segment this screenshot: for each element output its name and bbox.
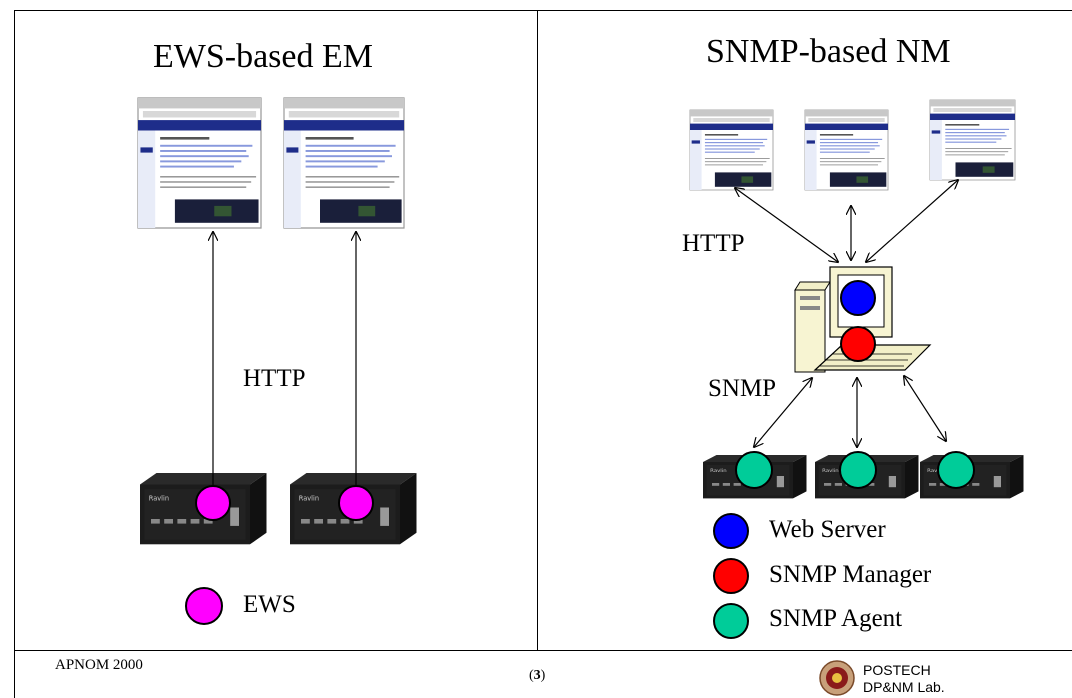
ews-dot-1: [195, 485, 231, 521]
legend-ews-swatch: [185, 587, 223, 625]
right-panel-title: SNMP-based NM: [706, 33, 951, 70]
left-border: [14, 10, 15, 698]
right-snmp-arrow-3: [904, 376, 946, 441]
snmp-agent-dot-1: [735, 451, 773, 489]
page-prefix: (: [529, 668, 534, 683]
right-browser-2: [804, 109, 889, 191]
right-http-arrow-1: [735, 188, 838, 262]
footer-page-number: (3): [529, 668, 545, 684]
footer-org-line2: DP&NM Lab.: [863, 679, 945, 695]
legend-web-server-label: Web Server: [769, 516, 886, 543]
legend-snmp-agent-swatch: [713, 603, 749, 639]
snmp-agent-dot-3: [937, 451, 975, 489]
web-server-dot: [840, 280, 876, 316]
ews-dot-2: [338, 485, 374, 521]
snmp-agent-dot-2: [839, 451, 877, 489]
footer-conference: APNOM 2000: [55, 657, 143, 673]
university-seal-logo: [819, 660, 855, 696]
footer-org-line1: POSTECH: [863, 662, 931, 678]
left-panel-title: EWS-based EM: [153, 38, 374, 75]
top-rule: [14, 10, 1072, 11]
left-browser-2: [283, 97, 405, 229]
center-divider: [537, 10, 538, 650]
page-suffix: ): [540, 668, 546, 683]
left-http-label: HTTP: [243, 365, 306, 392]
right-browser-1: [689, 109, 774, 191]
footer-org: POSTECH DP&NM Lab.: [863, 662, 945, 696]
page-number: 3: [533, 668, 541, 683]
bottom-rule: [14, 650, 1072, 651]
legend-snmp-manager-label: SNMP Manager: [769, 561, 932, 588]
right-http-label: HTTP: [682, 230, 745, 257]
right-snmp-arrow-1: [754, 378, 812, 447]
right-snmp-label: SNMP: [708, 375, 777, 402]
legend-web-server-swatch: [713, 513, 749, 549]
right-http-arrow-3: [866, 180, 958, 262]
snmp-manager-dot: [840, 326, 876, 362]
legend-snmp-manager-swatch: [713, 558, 749, 594]
left-browser-1: [137, 97, 262, 229]
right-browser-3: [929, 99, 1016, 181]
legend-snmp-agent-label: SNMP Agent: [769, 605, 903, 632]
legend-ews-label: EWS: [243, 591, 296, 618]
